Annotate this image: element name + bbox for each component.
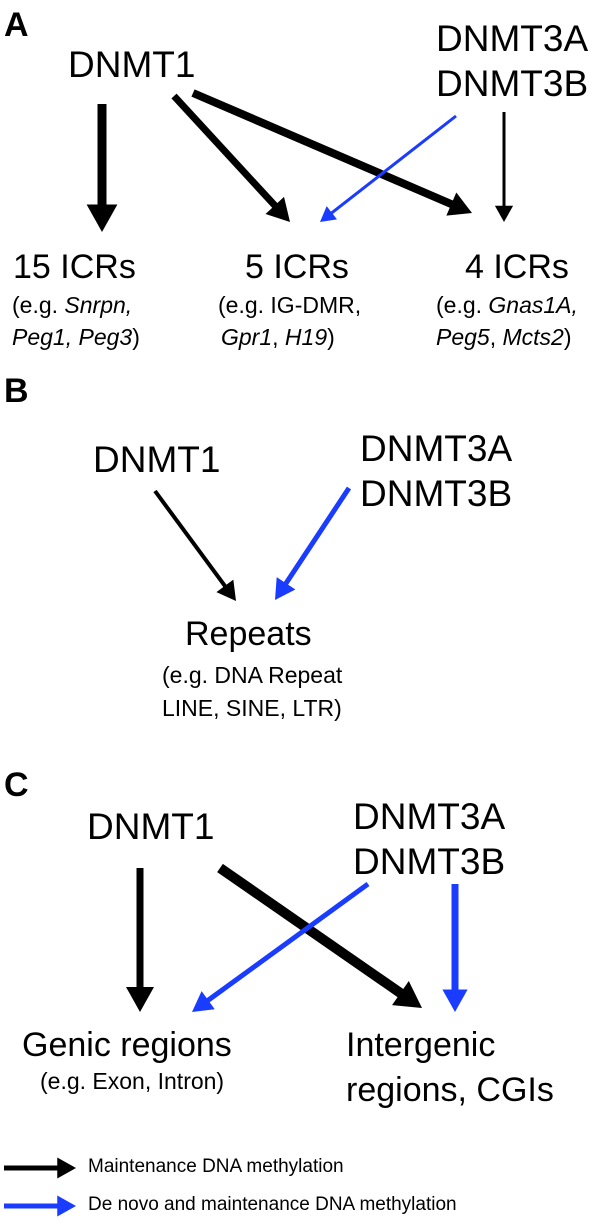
icr-group-3-title: 4 ICRs: [465, 248, 569, 286]
arrow-c-dnmt3-to-intergenic: [442, 884, 468, 1012]
icr-group-2-examples-line1: (e.g. IG-DMR,: [218, 292, 362, 318]
panel-label-c: C: [4, 766, 29, 804]
arrow-c-dnmt1-to-genic: [126, 868, 154, 1012]
intergenic-line2: regions, CGIs: [346, 1071, 554, 1109]
panel-a-dnmt1: DNMT1: [68, 44, 196, 85]
panel-label-b: B: [4, 372, 29, 410]
panel-b-dnmt3b: DNMT3B: [360, 473, 513, 514]
panel-a-dnmt3a: DNMT3A: [436, 18, 589, 59]
legend-maintenance-arrow: [4, 1157, 76, 1179]
icr-group-3-examples-line2: Peg5, Mcts2): [436, 324, 572, 350]
arrow-a-dnmt3-to-4icrs: [494, 112, 514, 222]
arrow-a-dnmt1-to-5icrs: [171, 93, 290, 222]
icr-group-3-examples-line1: (e.g. Gnas1A,: [436, 292, 578, 318]
panel-b-dnmt3a: DNMT3A: [360, 428, 513, 469]
legend-maintenance-label: Maintenance DNA methylation: [88, 1156, 344, 1177]
arrow-a-dnmt3-to-5icrs: [320, 114, 457, 222]
icr-group-1-examples-line2: Peg1, Peg3): [12, 324, 140, 350]
legend-denovo-label: De novo and maintenance DNA methylation: [88, 1194, 457, 1215]
intergenic-line1: Intergenic: [346, 1026, 496, 1064]
arrow-a-dnmt1-to-4icrs: [191, 89, 472, 216]
icr-group-1-title: 15 ICRs: [13, 248, 136, 286]
arrow-c-dnmt3-to-genic: [192, 881, 370, 1012]
genic-regions-examples: (e.g. Exon, Intron): [40, 1068, 225, 1094]
repeats-title: Repeats: [185, 615, 312, 653]
panel-label-a: A: [4, 6, 29, 44]
arrow-c-dnmt1-to-intergenic: [217, 863, 422, 1008]
arrow-b-dnmt1-to-repeats: [153, 489, 236, 601]
arrow-b-dnmt3-to-repeats: [275, 486, 352, 600]
repeats-examples-line2: LINE, SINE, LTR): [162, 695, 342, 721]
legend-denovo-arrow: [4, 1195, 76, 1217]
repeats-examples-line1: (e.g. DNA Repeat: [162, 662, 343, 688]
panel-c-dnmt1: DNMT1: [87, 806, 215, 847]
panel-a-dnmt3b: DNMT3B: [436, 63, 589, 104]
arrow-a-dnmt1-to-15icrs: [86, 104, 118, 232]
icr-group-2-examples-line2: Gpr1, H19): [221, 324, 335, 350]
icr-group-2-title: 5 ICRs: [245, 248, 349, 286]
panel-c-dnmt3a: DNMT3A: [353, 796, 506, 837]
icr-group-1-examples-line1: (e.g. Snrpn,: [12, 292, 133, 318]
panel-c-dnmt3b: DNMT3B: [353, 841, 506, 882]
panel-b-dnmt1: DNMT1: [93, 439, 221, 480]
genic-regions-title: Genic regions: [22, 1026, 232, 1064]
